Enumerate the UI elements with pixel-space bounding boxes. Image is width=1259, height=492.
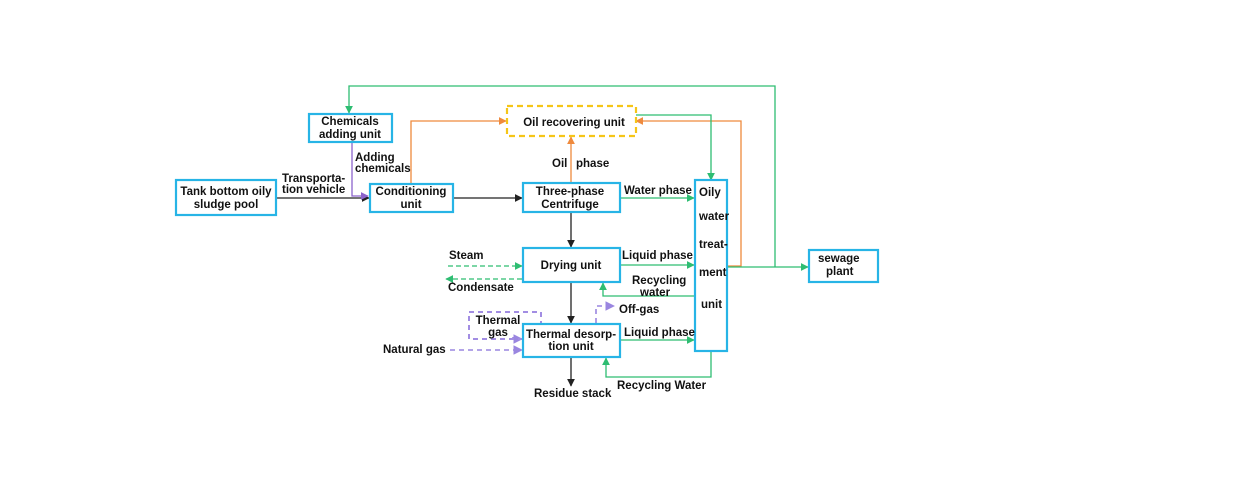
node-thermal-desorption-line1: Thermal desorp- <box>526 329 616 341</box>
node-oil-recovering-label: Oil recovering unit <box>523 117 625 129</box>
arrow-off-gas <box>595 301 615 323</box>
node-centrifuge-line1: Three-phase <box>536 186 604 198</box>
node-thermal-desorption-line2: tion unit <box>548 341 594 353</box>
label-transport-line2: tion vehicle <box>282 184 345 196</box>
node-thermal-gas-line1: Thermal <box>476 315 521 327</box>
node-oily-water-line5: unit <box>701 299 722 311</box>
arrow-conditioning-to-oil-recovering <box>410 117 507 184</box>
node-oily-water-line4: ment <box>699 267 727 279</box>
label-recycling-water-drying-line1: Recycling <box>632 275 686 287</box>
arrow-chemicals-to-conditioning <box>351 142 369 200</box>
node-tank-line2: sludge pool <box>194 199 259 211</box>
node-oil-recovering: Oil recovering unit <box>505 104 638 138</box>
label-adding-chemicals-line2: chemicals <box>355 163 411 175</box>
node-tank-line1: Tank bottom oily <box>180 186 272 198</box>
label-recycling-water-thermal: Recycling Water <box>617 380 707 392</box>
label-adding-chemicals-line1: Adding <box>355 152 395 164</box>
label-transport-line1: Transporta- <box>282 173 345 185</box>
label-recycling-water-drying-line2: water <box>639 287 671 299</box>
label-off-gas: Off-gas <box>619 304 659 316</box>
node-sewage-line2: plant <box>826 266 854 278</box>
arrow-recycling-water-thermal <box>602 352 712 378</box>
arrow-recycling-water-drying <box>599 282 694 297</box>
node-chemicals: Chemicals adding unit <box>307 112 394 144</box>
label-natural-gas: Natural gas <box>383 344 446 356</box>
label-liquid-phase-drying: Liquid phase <box>622 250 693 262</box>
arrow-oily-water-to-oil-recovering <box>635 117 742 267</box>
node-thermal-gas-line2: gas <box>488 327 508 339</box>
node-drying: Drying unit <box>521 246 622 284</box>
node-conditioning: Conditioning unit <box>368 182 455 214</box>
node-centrifuge: Three-phase Centrifuge <box>521 181 622 214</box>
arrow-oil-recovering-to-oily-water <box>636 114 715 181</box>
node-tank: Tank bottom oily sludge pool <box>174 178 278 217</box>
label-oil-phase-left: Oil <box>552 158 567 170</box>
label-steam: Steam <box>449 250 484 262</box>
label-residue-stack: Residue stack <box>534 388 612 400</box>
label-water-phase: Water phase <box>624 185 692 197</box>
node-oily-water-line1: Oily <box>699 187 721 199</box>
node-drying-label: Drying unit <box>541 260 602 272</box>
node-thermal-desorption: Thermal desorp- tion unit <box>521 322 622 359</box>
label-liquid-phase-thermal: Liquid phase <box>624 327 695 339</box>
node-oily-water-line2: water <box>698 211 730 223</box>
node-conditioning-line2: unit <box>400 199 421 211</box>
node-sewage-line1: sewage <box>818 253 860 265</box>
node-conditioning-line1: Conditioning <box>376 186 447 198</box>
label-condensate: Condensate <box>448 282 514 294</box>
node-chemicals-line1: Chemicals <box>321 116 379 128</box>
node-oily-water: Oily water treat- ment unit <box>693 178 730 353</box>
node-centrifuge-line2: Centrifuge <box>541 199 599 211</box>
node-sewage: sewage plant <box>807 248 880 284</box>
label-oil-phase-right: phase <box>576 158 609 170</box>
node-oily-water-line3: treat- <box>699 239 728 251</box>
node-chemicals-line2: adding unit <box>319 129 381 141</box>
arrow-top-loop-to-chemicals <box>345 85 776 267</box>
